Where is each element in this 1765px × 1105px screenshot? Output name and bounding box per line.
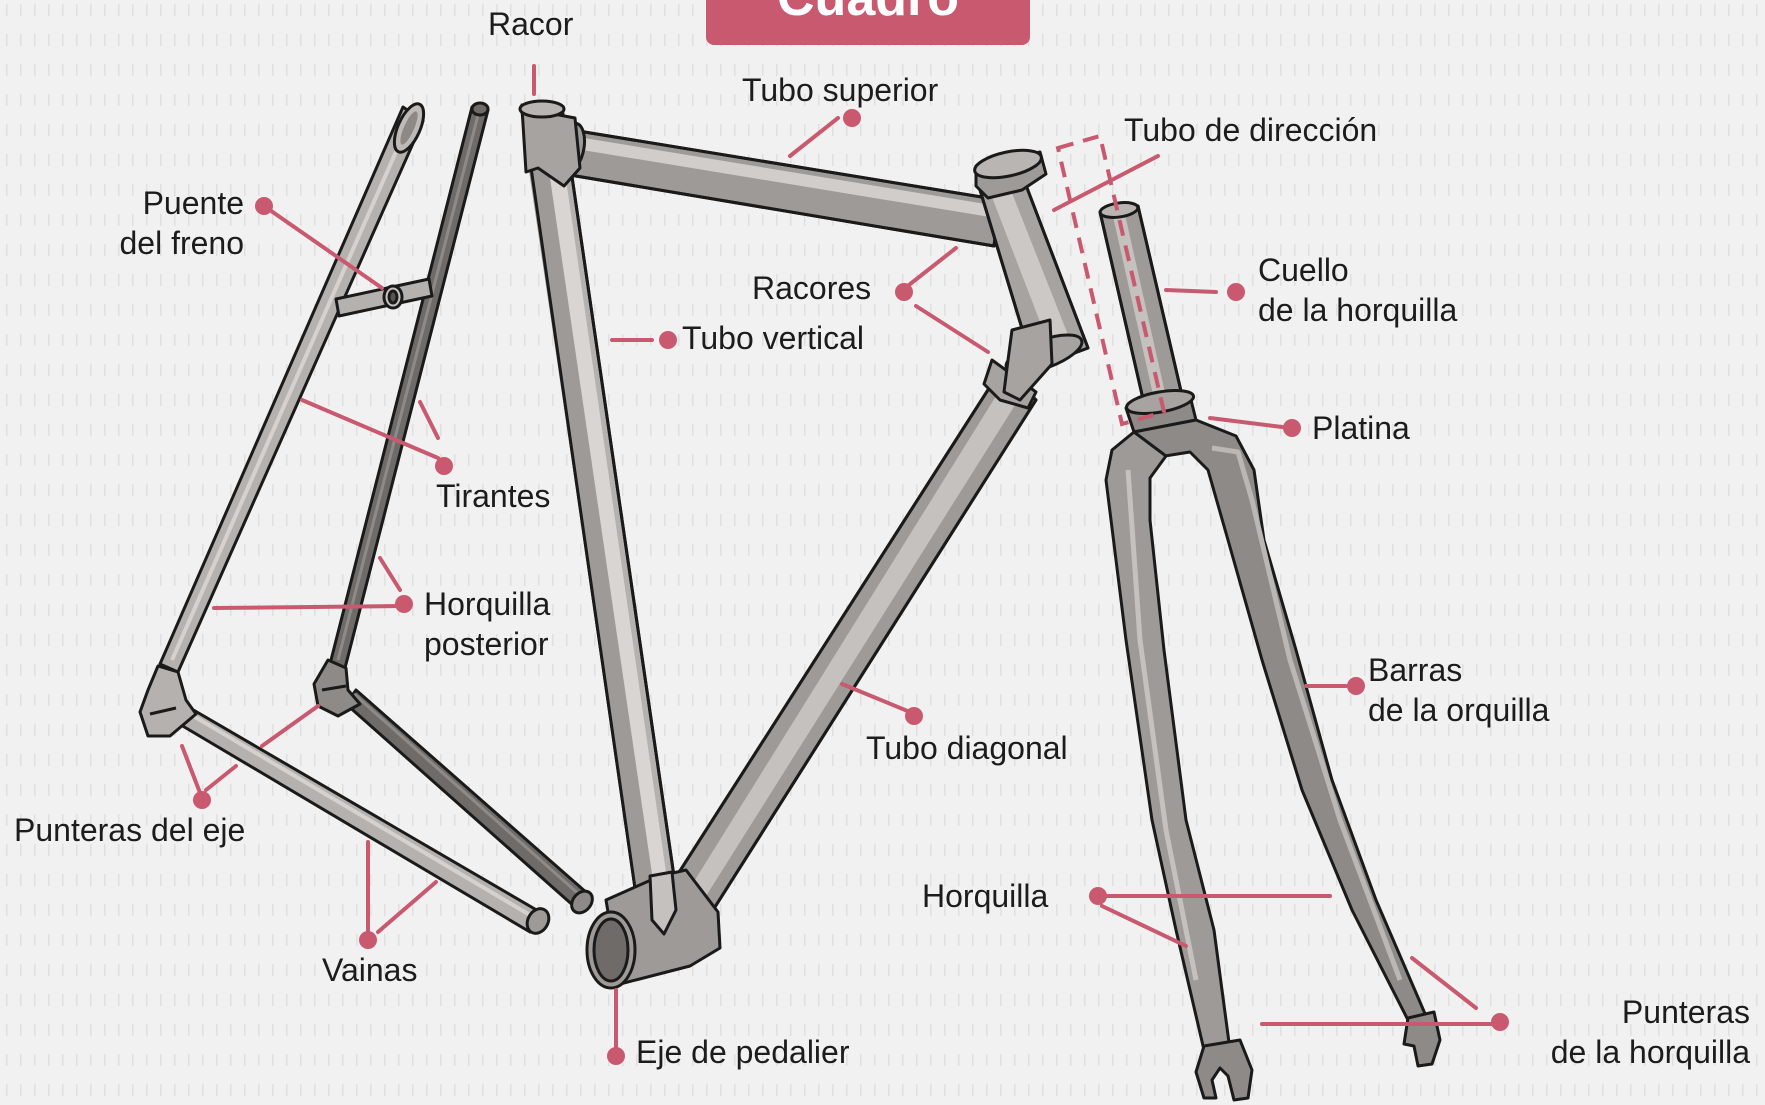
label-barras-line1: Barras <box>1368 652 1463 688</box>
callout-dots <box>193 109 1509 1065</box>
seat-tube <box>520 103 678 897</box>
label-puente-freno-line2: del freno <box>119 225 244 261</box>
bottom-bracket <box>585 868 722 990</box>
label-cuello-line2: de la horquilla <box>1258 292 1458 328</box>
rear-dropouts <box>138 658 362 738</box>
label-cuello-horquilla: Cuello de la horquilla <box>1258 250 1457 330</box>
label-punteras-horquilla-line2: de la horquilla <box>1550 1034 1750 1070</box>
label-punteras-eje: Punteras del eje <box>14 812 246 848</box>
diagram-title: Cuadro <box>706 0 1030 28</box>
label-platina: Platina <box>1312 410 1410 446</box>
label-tirantes: Tirantes <box>436 478 551 514</box>
label-puente-freno-line1: Puente <box>142 185 244 221</box>
label-racores: Racores <box>752 270 872 306</box>
label-barras-line2: de la orquilla <box>1368 692 1550 728</box>
label-tubo-superior: Tubo superior <box>742 72 939 108</box>
label-racor: Racor <box>488 6 574 42</box>
label-vainas: Vainas <box>322 952 418 988</box>
label-eje-pedalier: Eje de pedalier <box>636 1034 850 1070</box>
label-punteras-horquilla: Punteras de la horquilla <box>1480 992 1750 1072</box>
label-horquilla-posterior-line1: Horquilla <box>424 586 551 622</box>
chain-stay-dark <box>344 688 594 915</box>
label-horquilla-posterior-line2: posterior <box>424 626 549 662</box>
label-horquilla: Horquilla <box>922 878 1049 914</box>
head-tube-highlight <box>1055 133 1167 427</box>
label-horquilla-posterior: Horquilla posterior <box>424 584 550 664</box>
top-tube <box>518 99 1002 248</box>
label-tubo-diagonal: Tubo diagonal <box>866 730 1068 766</box>
title-banner <box>706 0 1030 45</box>
brake-bridge <box>334 277 434 318</box>
label-tubo-vertical: Tubo vertical <box>682 320 864 356</box>
label-barras-orquilla: Barras de la orquilla <box>1368 650 1549 730</box>
label-puente-freno: Puente del freno <box>100 183 244 263</box>
label-tubo-direccion: Tubo de dirección <box>1124 112 1378 148</box>
label-punteras-horquilla-line1: Punteras <box>1621 994 1750 1030</box>
label-cuello-line1: Cuello <box>1258 252 1349 288</box>
callout-lines <box>180 64 1498 1056</box>
head-tube <box>973 148 1090 402</box>
seat-stay <box>158 102 426 674</box>
